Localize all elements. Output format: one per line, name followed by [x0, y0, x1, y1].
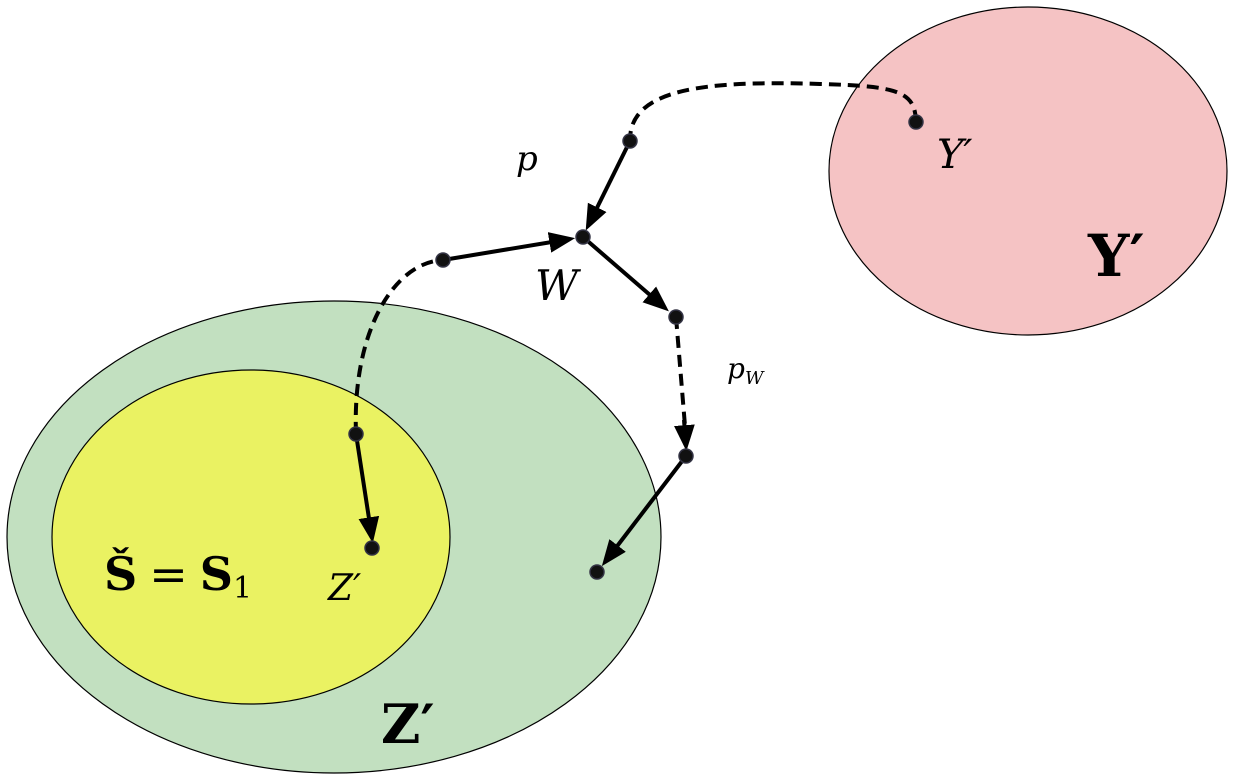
label-s-eq: =	[149, 547, 188, 601]
label-p-w-sub: W	[745, 368, 765, 389]
dashed-path-z-to-left	[353, 258, 444, 435]
label-p-w-main: p	[727, 352, 745, 385]
arrow-to-z-prime	[354, 433, 380, 544]
arrow-pw-to-z	[601, 454, 688, 567]
label-p-w: pW	[727, 352, 765, 389]
arrow-w-to-right	[581, 235, 669, 312]
set-s-check	[51, 369, 451, 705]
label-s-1: S	[200, 547, 233, 601]
label-s-equation: Š=S1	[104, 546, 252, 606]
node-w	[575, 229, 591, 245]
node-z-target	[589, 564, 605, 580]
node-left	[435, 252, 451, 268]
dashed-path-y-to-upper	[628, 81, 918, 141]
node-z-entry	[348, 426, 364, 442]
label-w: W	[535, 261, 582, 310]
arrow-pw-down	[674, 419, 695, 452]
node-upper	[622, 133, 638, 149]
label-s-1-sub: 1	[233, 571, 252, 606]
node-lower-right	[678, 448, 694, 464]
label-y-prime-node: Y′	[937, 132, 973, 178]
set-y-prime	[828, 6, 1228, 336]
label-y-prime-set: Y′	[1087, 222, 1145, 290]
arrow-left-to-w	[442, 232, 576, 262]
label-p: p	[516, 139, 538, 179]
dashed-path-w-branch	[674, 316, 688, 439]
label-z-prime-set: Z′	[381, 692, 435, 756]
label-s-check: Š	[104, 546, 137, 601]
node-y-prime	[908, 114, 924, 130]
node-z-prime	[364, 540, 380, 556]
label-z-prime-node: Z′	[327, 568, 361, 609]
arrow-upper-to-w	[585, 140, 632, 231]
nodes	[348, 114, 924, 580]
node-right	[668, 309, 684, 325]
